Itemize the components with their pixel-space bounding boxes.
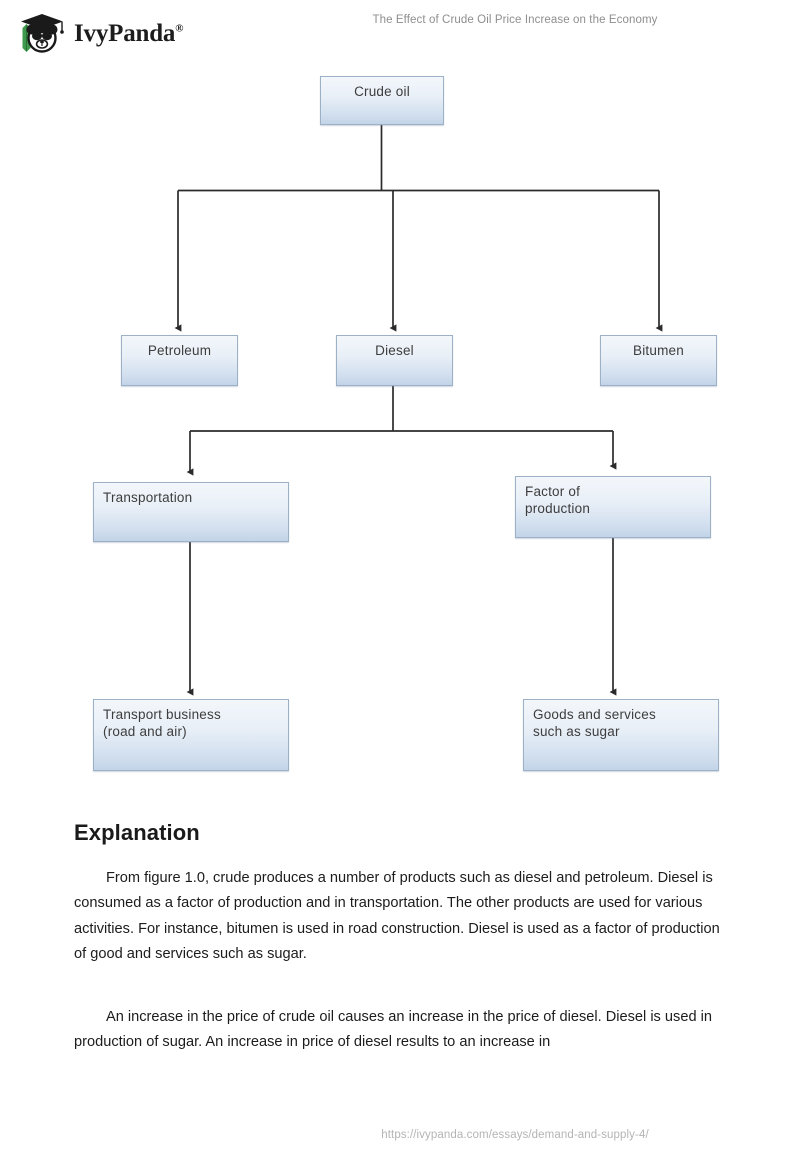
node-bitumen: Bitumen [600,335,717,386]
node-petroleum-label: Petroleum [147,343,212,358]
node-diesel-label: Diesel [375,343,414,358]
flowchart-figure: Crude oil Petroleum Diesel Bitumen Trans… [0,62,800,792]
node-goods-and-services: Goods and services such as sugar [523,699,719,771]
node-goods-and-services-label-line1: Goods and services [533,707,656,722]
panda-graduate-icon [16,10,68,56]
footer-source-url: https://ivypanda.com/essays/demand-and-s… [381,1129,649,1141]
node-transportation-label: Transportation [103,490,193,505]
brand-name: IvyPanda® [74,21,183,46]
document-title: The Effect of Crude Oil Price Increase o… [372,14,658,26]
node-crude-oil: Crude oil [320,76,444,125]
paragraph-2: An increase in the price of crude oil ca… [74,1008,712,1051]
node-bitumen-label: Bitumen [633,343,684,358]
brand-name-text: IvyPanda [74,19,176,47]
node-goods-and-services-label-line2: such as sugar [533,724,620,739]
node-transport-business: Transport business (road and air) [93,699,289,771]
node-factor-of-production: Factor of production [515,476,711,538]
node-transport-business-label-line1: Transport business [103,707,221,722]
node-crude-oil-label: Crude oil [354,84,410,99]
node-petroleum: Petroleum [121,335,238,386]
paragraph-1: From figure 1.0, crude produces a number… [74,869,720,963]
flowchart-connectors [174,125,663,696]
node-transportation: Transportation [93,482,289,542]
registered-mark-icon: ® [175,22,184,35]
node-transport-business-label-line2: (road and air) [103,724,187,739]
page-header: IvyPanda® The Effect of Crude Oil Price … [0,0,800,62]
brand-logo: IvyPanda® [16,10,183,56]
node-diesel: Diesel [336,335,453,386]
node-factor-of-production-label-line1: Factor of [525,484,581,499]
node-factor-of-production-label-line2: production [525,501,591,516]
section-heading-explanation: Explanation [74,820,200,846]
